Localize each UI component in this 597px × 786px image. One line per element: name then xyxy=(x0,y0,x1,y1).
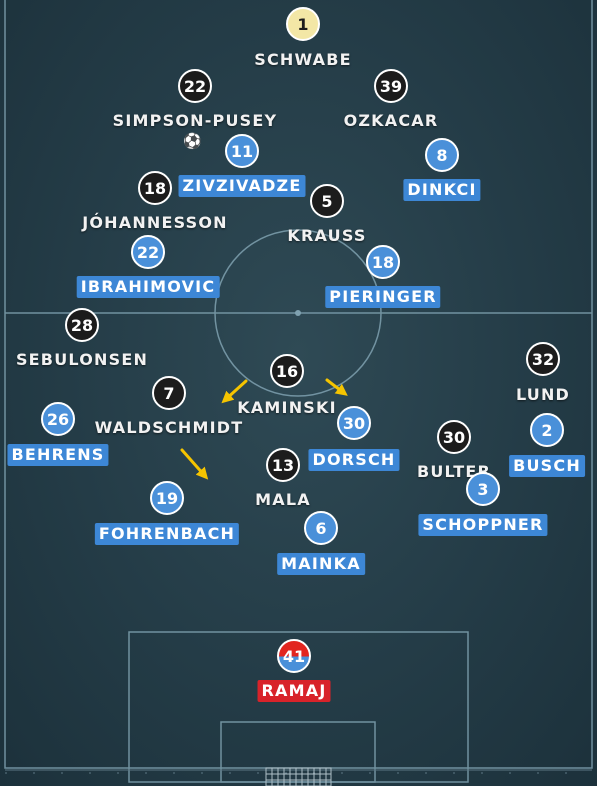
player-number: 11 xyxy=(225,134,259,168)
soccer-ball-icon: ⚽ xyxy=(183,132,202,150)
player-number: 8 xyxy=(425,138,459,172)
player-number: 5 xyxy=(310,184,344,218)
player-number: 13 xyxy=(266,448,300,482)
player-number: 6 xyxy=(304,511,338,545)
player-name: WALDSCHMIDT xyxy=(94,418,244,437)
player-name: IBRAHIMOVIC xyxy=(76,276,220,298)
player-number: 18 xyxy=(366,245,400,279)
player-name: MAINKA xyxy=(277,553,365,575)
player-number: 2 xyxy=(530,413,564,447)
player-name: JÓHANNESSON xyxy=(82,213,228,232)
player-number: 1 xyxy=(286,7,320,41)
player-name: PIERINGER xyxy=(325,286,441,308)
player-number: 18 xyxy=(138,171,172,205)
player-name: SCHWABE xyxy=(254,50,352,69)
player-number: 30 xyxy=(337,406,371,440)
player-number: 30 xyxy=(437,420,471,454)
player-name: LUND xyxy=(515,385,571,404)
player-name: KAMINSKI xyxy=(237,398,337,417)
player-number: 41 xyxy=(277,639,311,673)
player-number: 32 xyxy=(526,342,560,376)
player-name: SCHOPPNER xyxy=(418,514,548,536)
player-name: BEHRENS xyxy=(7,444,109,466)
player-number: 3 xyxy=(466,472,500,506)
player-name: SEBULONSEN xyxy=(15,350,149,369)
player-name: ZIVZIVADZE xyxy=(178,175,306,197)
player-name: DINKCI xyxy=(403,179,481,201)
player-name: KRAUSS xyxy=(287,226,367,245)
goal xyxy=(265,767,332,786)
movement-arrow-icon xyxy=(221,379,248,404)
player-number: 26 xyxy=(41,402,75,436)
player-number: 19 xyxy=(150,481,184,515)
movement-arrow-icon xyxy=(180,448,209,480)
player-name: OZKACAR xyxy=(343,111,439,130)
player-name: RAMAJ xyxy=(257,680,331,702)
player-number: 22 xyxy=(131,235,165,269)
player-name: BUSCH xyxy=(509,455,585,477)
player-number: 22 xyxy=(178,69,212,103)
player-number: 39 xyxy=(374,69,408,103)
player-name: DORSCH xyxy=(308,449,400,471)
movement-arrow-icon xyxy=(325,378,348,396)
player-number: 28 xyxy=(65,308,99,342)
player-number: 16 xyxy=(270,354,304,388)
player-number: 7 xyxy=(152,376,186,410)
player-name: MALA xyxy=(255,490,311,509)
player-name: FOHRENBACH xyxy=(94,523,240,545)
player-name: SIMPSON-PUSEY xyxy=(112,111,278,130)
